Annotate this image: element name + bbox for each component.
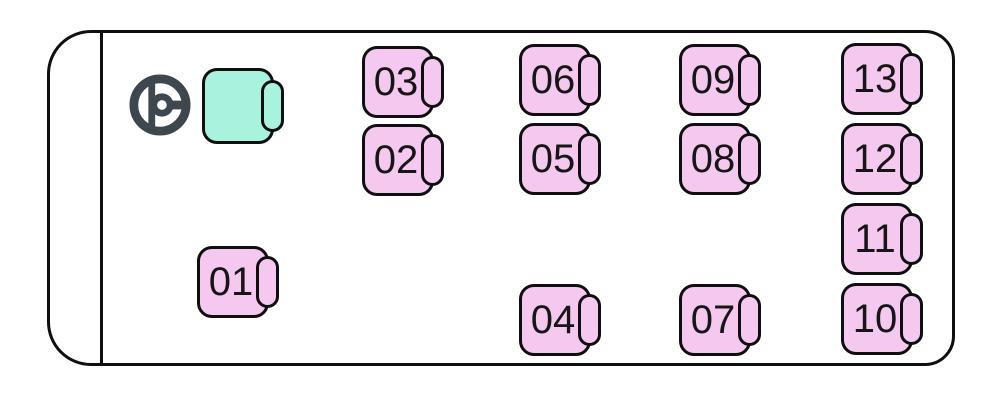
seat-11[interactable]: 11	[841, 203, 923, 275]
seat-armrest-icon	[578, 133, 601, 185]
seat-number-label: 07	[690, 298, 736, 342]
seat-01[interactable]: 01	[197, 246, 279, 318]
seat-number-label: 04	[530, 298, 576, 342]
seat-number-label: 10	[852, 297, 898, 341]
seat-09[interactable]: 09	[679, 44, 761, 116]
seat-armrest-icon	[578, 54, 601, 106]
seat-armrest-icon	[578, 294, 601, 346]
seat-number-label: 02	[373, 138, 419, 182]
seat-armrest-icon	[738, 133, 761, 185]
seat-04[interactable]: 04	[519, 284, 601, 356]
seat-number-label: 05	[530, 137, 576, 181]
seat-10[interactable]: 10	[841, 283, 923, 355]
seat-armrest-icon	[421, 56, 444, 108]
seat-armrest-icon	[256, 256, 279, 308]
seat-armrest-icon	[900, 53, 923, 105]
seat-number-label: 13	[852, 57, 898, 101]
seat-08[interactable]: 08	[679, 123, 761, 195]
seat-armrest-icon	[421, 134, 444, 186]
seat-06[interactable]: 06	[519, 44, 601, 116]
cab-divider-line	[100, 30, 103, 366]
seat-number-label: 06	[530, 58, 576, 102]
seat-armrest-icon	[738, 294, 761, 346]
seat-number-label: 08	[690, 137, 736, 181]
seat-07[interactable]: 07	[679, 284, 761, 356]
seat-number-label: 09	[690, 58, 736, 102]
seat-number-label: 01	[208, 260, 254, 304]
seat-05[interactable]: 05	[519, 123, 601, 195]
steering-wheel-icon	[129, 74, 191, 136]
seat-03[interactable]: 03	[362, 46, 444, 118]
seat-number-label: 12	[852, 137, 898, 181]
seat-armrest-icon	[900, 293, 923, 345]
seat-armrest-icon	[738, 54, 761, 106]
seat-12[interactable]: 12	[841, 123, 923, 195]
seat-number-label: 11	[854, 217, 896, 261]
seat-armrest-icon	[900, 133, 923, 185]
seat-number-label: 03	[373, 60, 419, 104]
driver-seat-armrest-icon	[261, 80, 284, 132]
seat-armrest-icon	[900, 213, 923, 265]
seat-02[interactable]: 02	[362, 124, 444, 196]
driver-seat	[202, 68, 284, 144]
seat-13[interactable]: 13	[841, 43, 923, 115]
